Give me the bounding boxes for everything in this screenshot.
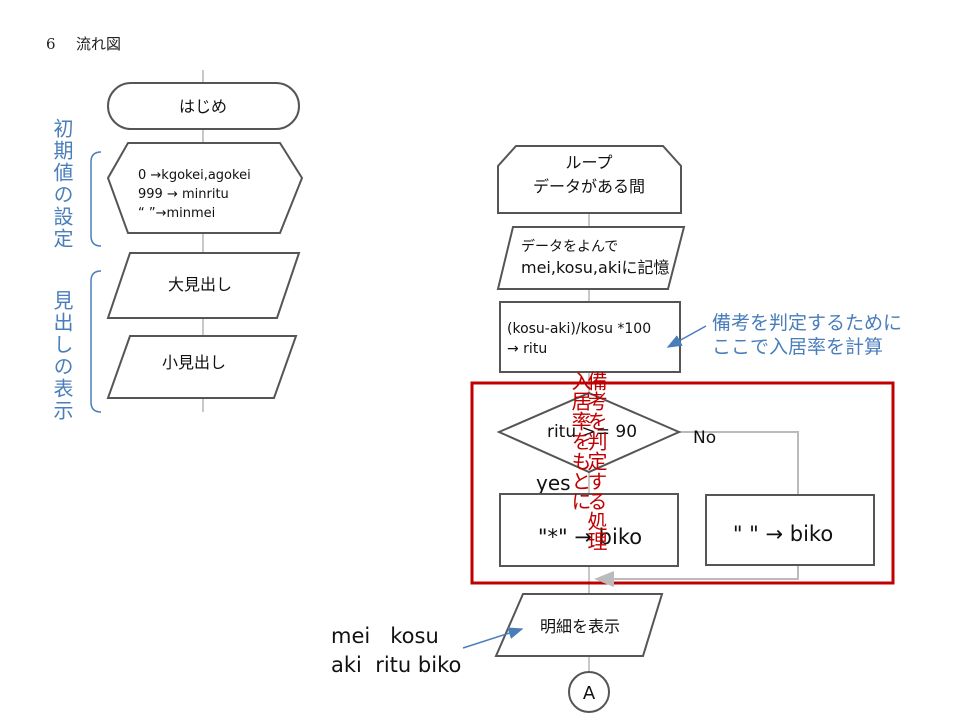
init-line-2: 999 → minritu (138, 187, 229, 202)
read-data-box: データをよんで mei,kosu,akiに記憶 (496, 226, 686, 290)
connector-label: A (583, 683, 596, 704)
output-fields-line-2: aki ritu biko (331, 653, 461, 677)
section-title: 流れ図 (76, 35, 121, 53)
decision-label: ritu >= 90 (547, 422, 637, 442)
loop-line-1: ループ (565, 153, 612, 172)
assign-yes-box: "*" → biko (499, 493, 679, 567)
no-branch-line (679, 431, 799, 495)
init-annotation: 初期値の設定 (50, 118, 74, 250)
decision-diamond: ritu >= 90 (496, 391, 682, 474)
output-fields-arrow (462, 627, 524, 649)
heading-large-box: 大見出し (106, 252, 301, 319)
merge-line (594, 566, 799, 587)
init-line-3: “ ”→minmei (138, 206, 215, 221)
calc-line-2: → ritu (507, 341, 547, 357)
connector-a: A (568, 671, 610, 713)
output-detail-box: 明細を表示 (494, 593, 664, 657)
assign-no-box: " " → biko (705, 494, 875, 566)
init-bracket (90, 151, 102, 247)
loop-start-box: ループ データがある間 (497, 145, 682, 214)
heading-large-label: 大見出し (168, 275, 232, 294)
heading-small-label: 小見出し (162, 353, 226, 372)
heading-annotation: 見出しの表示 (50, 290, 74, 422)
read-line-2: mei,kosu,akiに記憶 (521, 258, 670, 277)
no-label: No (693, 428, 716, 448)
start-label: はじめ (179, 97, 227, 116)
init-line-1: 0 →kgokei,agokei (138, 168, 251, 183)
output-fields-line-1: mei kosu (331, 624, 439, 648)
calc-note-line-1: 備考を判定するために (712, 312, 902, 334)
calc-process-box: (kosu-aki)/kosu *100 → ritu (499, 301, 681, 373)
init-preparation-box: 0 →kgokei,agokei 999 → minritu “ ”→minme… (106, 142, 304, 234)
loop-line-2: データがある間 (533, 177, 645, 196)
heading-small-box: 小見出し (106, 335, 298, 399)
calc-note-arrow (666, 325, 707, 348)
yes-label: yes (536, 471, 571, 495)
assign-no-label: " " → biko (733, 522, 833, 546)
heading-bracket (90, 270, 102, 413)
start-terminal: はじめ (107, 82, 300, 130)
output-label: 明細を表示 (540, 617, 620, 636)
calc-note-line-2: ここで入居率を計算 (712, 336, 883, 358)
assign-yes-label: "*" → biko (538, 525, 642, 549)
read-line-1: データをよんで (521, 238, 618, 255)
section-number: 6 (46, 35, 56, 53)
process-frame (470, 381, 895, 585)
calc-line-1: (kosu-aki)/kosu *100 (507, 321, 651, 337)
